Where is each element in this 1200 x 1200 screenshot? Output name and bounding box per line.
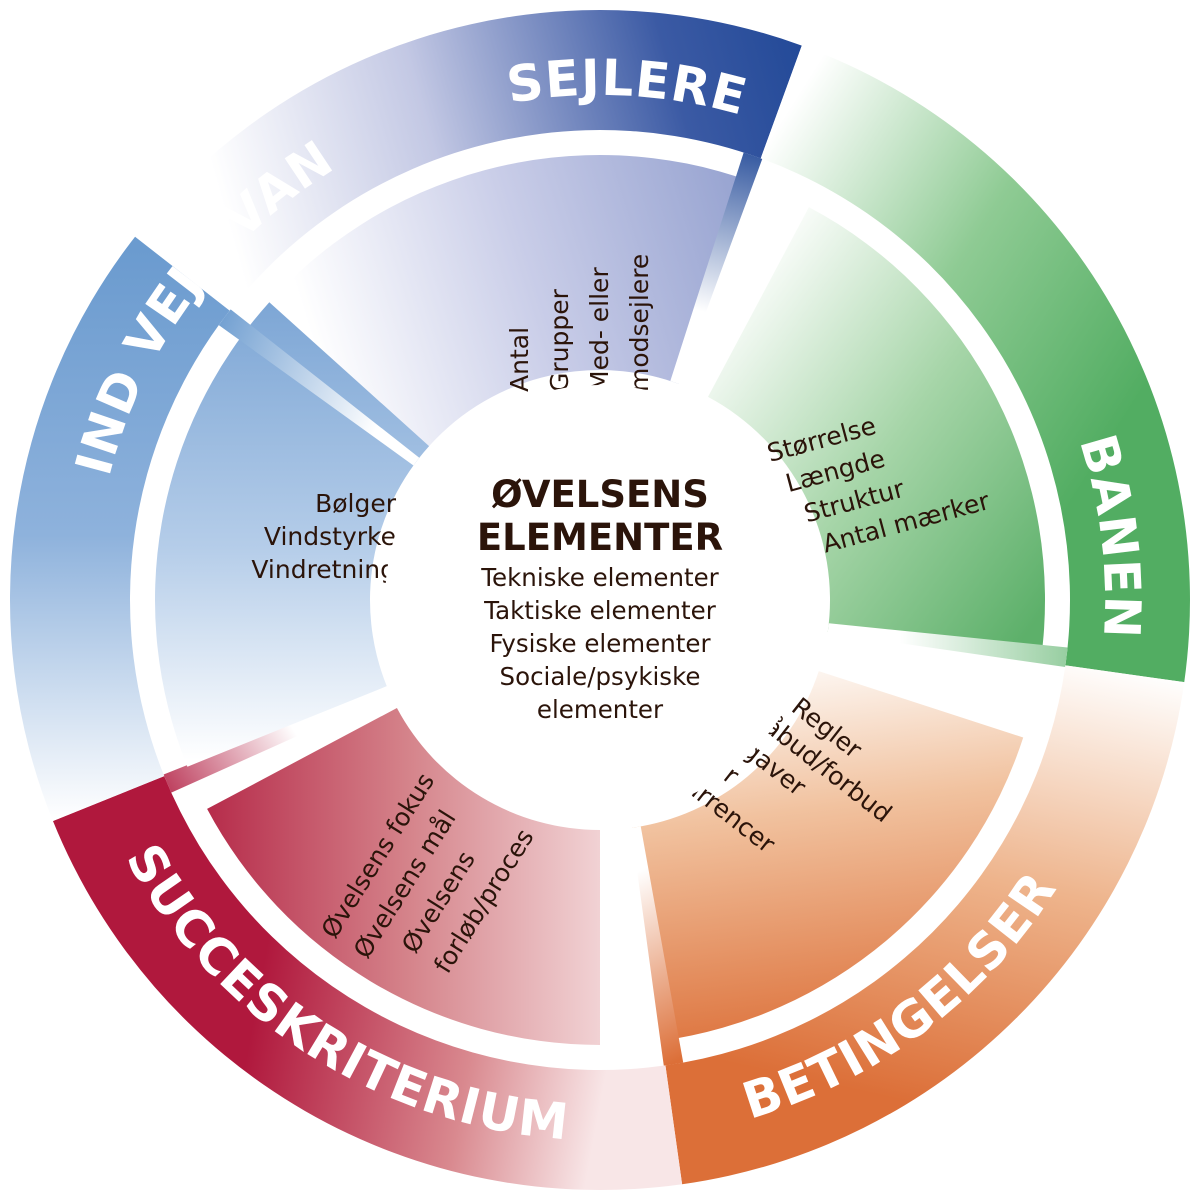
sector-item: Med- eller bbox=[585, 267, 614, 392]
sector-band-banen bbox=[760, 45, 1190, 683]
sector-item: Antal bbox=[505, 327, 534, 392]
sector-band-vind-vejr-vand bbox=[10, 236, 230, 822]
sector-vind-vejr-vand bbox=[10, 236, 430, 822]
center-hub: ØVELSENS ELEMENTER Tekniske elementer Ta… bbox=[477, 473, 723, 724]
center-item: Tekniske elementer bbox=[480, 563, 719, 592]
sector-item: Vindretning bbox=[251, 555, 396, 584]
sector-item: Bølger bbox=[315, 489, 397, 518]
center-circle bbox=[385, 385, 815, 815]
sector-edge-succeskriterium bbox=[163, 685, 391, 793]
sector-panel-sejlere bbox=[259, 154, 753, 453]
sector-betingelser bbox=[631, 665, 1185, 1185]
center-item: Sociale/psykiske bbox=[500, 662, 701, 691]
sector-edge-sejlere bbox=[670, 152, 763, 385]
sector-edge-banen bbox=[827, 623, 1068, 668]
sector-band-betingelser bbox=[665, 665, 1185, 1185]
sector-item: Vindstyrke bbox=[264, 522, 396, 551]
center-title-line-2: ELEMENTER bbox=[477, 516, 723, 559]
center-item: Taktiske elementer bbox=[483, 596, 717, 625]
center-item: elementer bbox=[537, 695, 664, 724]
center-title-line-1: ØVELSENS bbox=[491, 473, 709, 516]
sector-sejlere bbox=[56, 10, 802, 453]
sector-edge-betingelser bbox=[631, 826, 684, 1066]
sector-panel-betingelser bbox=[632, 671, 1024, 1041]
sector-panel-succeskriterium bbox=[207, 707, 600, 1045]
sector-band-succeskriterium bbox=[52, 776, 683, 1190]
sector-band-sejlere bbox=[56, 10, 802, 417]
sectors-layer bbox=[10, 10, 1190, 1190]
sector-panel-banen bbox=[707, 207, 1045, 662]
center-item: Fysiske elementer bbox=[489, 629, 711, 658]
sector-succeskriterium bbox=[52, 685, 683, 1190]
sector-item: Grupper bbox=[545, 288, 574, 392]
sector-item: modsejlere bbox=[625, 254, 654, 392]
sector-banen bbox=[707, 45, 1190, 683]
sector-edge-vind-vejr-vand bbox=[218, 309, 420, 466]
sector-items-sejlere: Antal Grupper Med- eller modsejlere bbox=[505, 254, 654, 392]
